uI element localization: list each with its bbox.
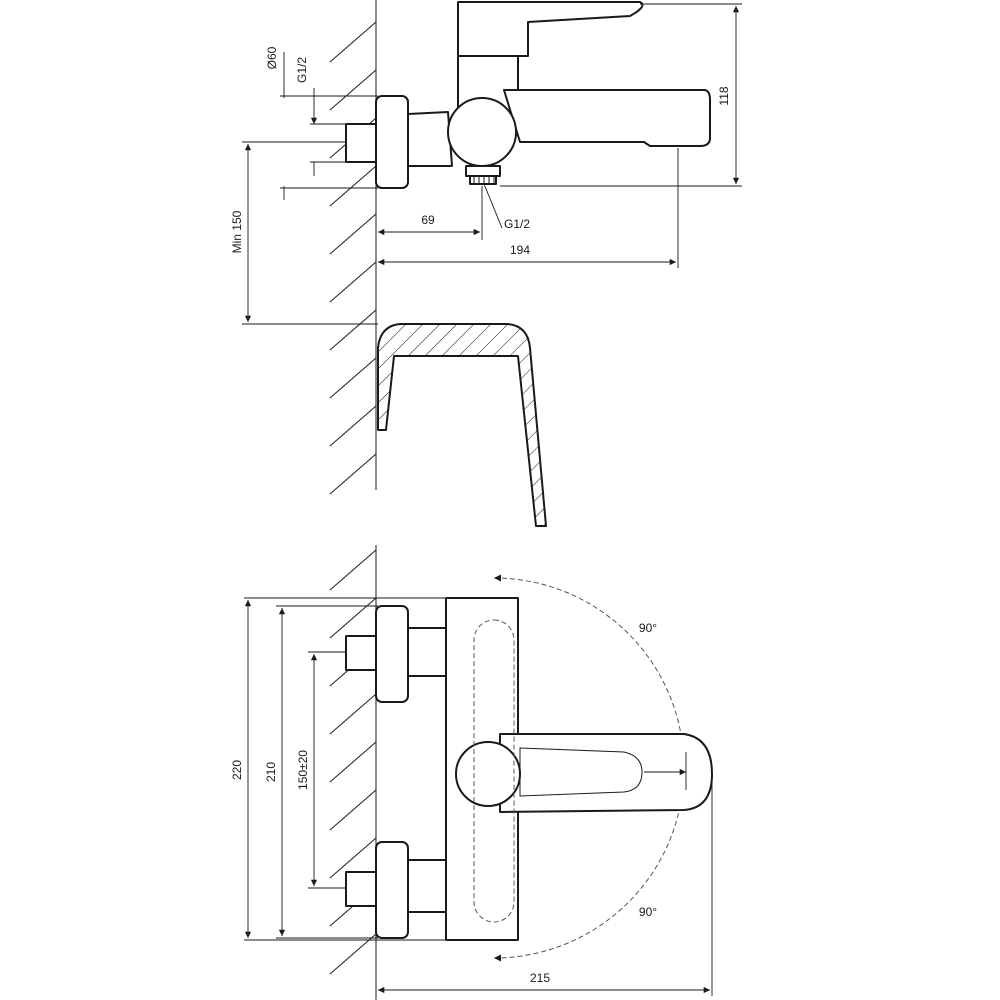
shower-outlet-nut (465, 165, 501, 177)
front-view: 90° 90° 220 210 150±20 215 (230, 545, 713, 1000)
angle-bottom-label: 90° (639, 905, 657, 919)
dim-thread-inlet: G1/2 (295, 57, 348, 176)
spout-side (503, 89, 711, 147)
dim-194-label: 194 (510, 243, 530, 257)
spout-outlet-slot (519, 747, 643, 797)
dim-69-label: 69 (421, 213, 435, 227)
side-view: 118 Ø60 G1/2 Min 150 (230, 0, 742, 351)
inlet-pipe-lower (345, 871, 379, 907)
dim-210: 210 (264, 605, 378, 939)
lever-outline-dashed (473, 619, 515, 923)
spout-section-profile (377, 323, 547, 527)
connector-upper (407, 627, 447, 677)
dim-220: 220 (230, 597, 446, 941)
dim-210-label: 210 (264, 762, 278, 782)
dim-215: 215 (378, 776, 713, 996)
dim-150-spacing-label: 150±20 (296, 750, 310, 790)
connector-lower (407, 859, 447, 913)
wall-rosette-upper (375, 605, 409, 703)
diverter-knob-side (447, 97, 517, 167)
dim-thread-outlet: G1/2 (483, 183, 530, 231)
wall-hatch-lower (329, 549, 377, 975)
dim-diameter-60: Ø60 (265, 46, 378, 200)
dim-118-label: 118 (717, 86, 731, 105)
wall-hatch-upper (329, 21, 377, 351)
shower-outlet-thread (469, 175, 497, 185)
spout-cross-section (329, 323, 547, 527)
inlet-pipe-upper (345, 635, 379, 671)
dim-diameter-60-label: Ø60 (265, 46, 279, 69)
spout-front (499, 733, 713, 813)
diverter-knob-front (455, 741, 521, 807)
dim-215-label: 215 (530, 971, 550, 985)
body-connector-side (407, 111, 453, 167)
dim-69: 69 (378, 186, 483, 240)
inlet-pipe-side (345, 123, 379, 163)
outlet-thread-marks (473, 176, 495, 184)
dim-thread-inlet-label: G1/2 (295, 57, 309, 83)
dim-thread-outlet-label: G1/2 (504, 217, 530, 231)
dim-194: 194 (378, 148, 679, 268)
dim-220-label: 220 (230, 760, 244, 780)
dim-150-spacing: 150±20 (296, 651, 346, 889)
spout-tip-marker (644, 752, 687, 790)
wall-rosette-lower (375, 841, 409, 939)
angle-top-label: 90° (639, 621, 657, 635)
wall-rosette-side (375, 95, 409, 189)
dim-118: 118 (500, 3, 742, 187)
wall-hatch-middle (329, 357, 377, 495)
dim-min-150-label: Min 150 (230, 210, 244, 253)
dim-min-150: Min 150 (230, 141, 378, 325)
lever-handle-side (457, 1, 644, 57)
